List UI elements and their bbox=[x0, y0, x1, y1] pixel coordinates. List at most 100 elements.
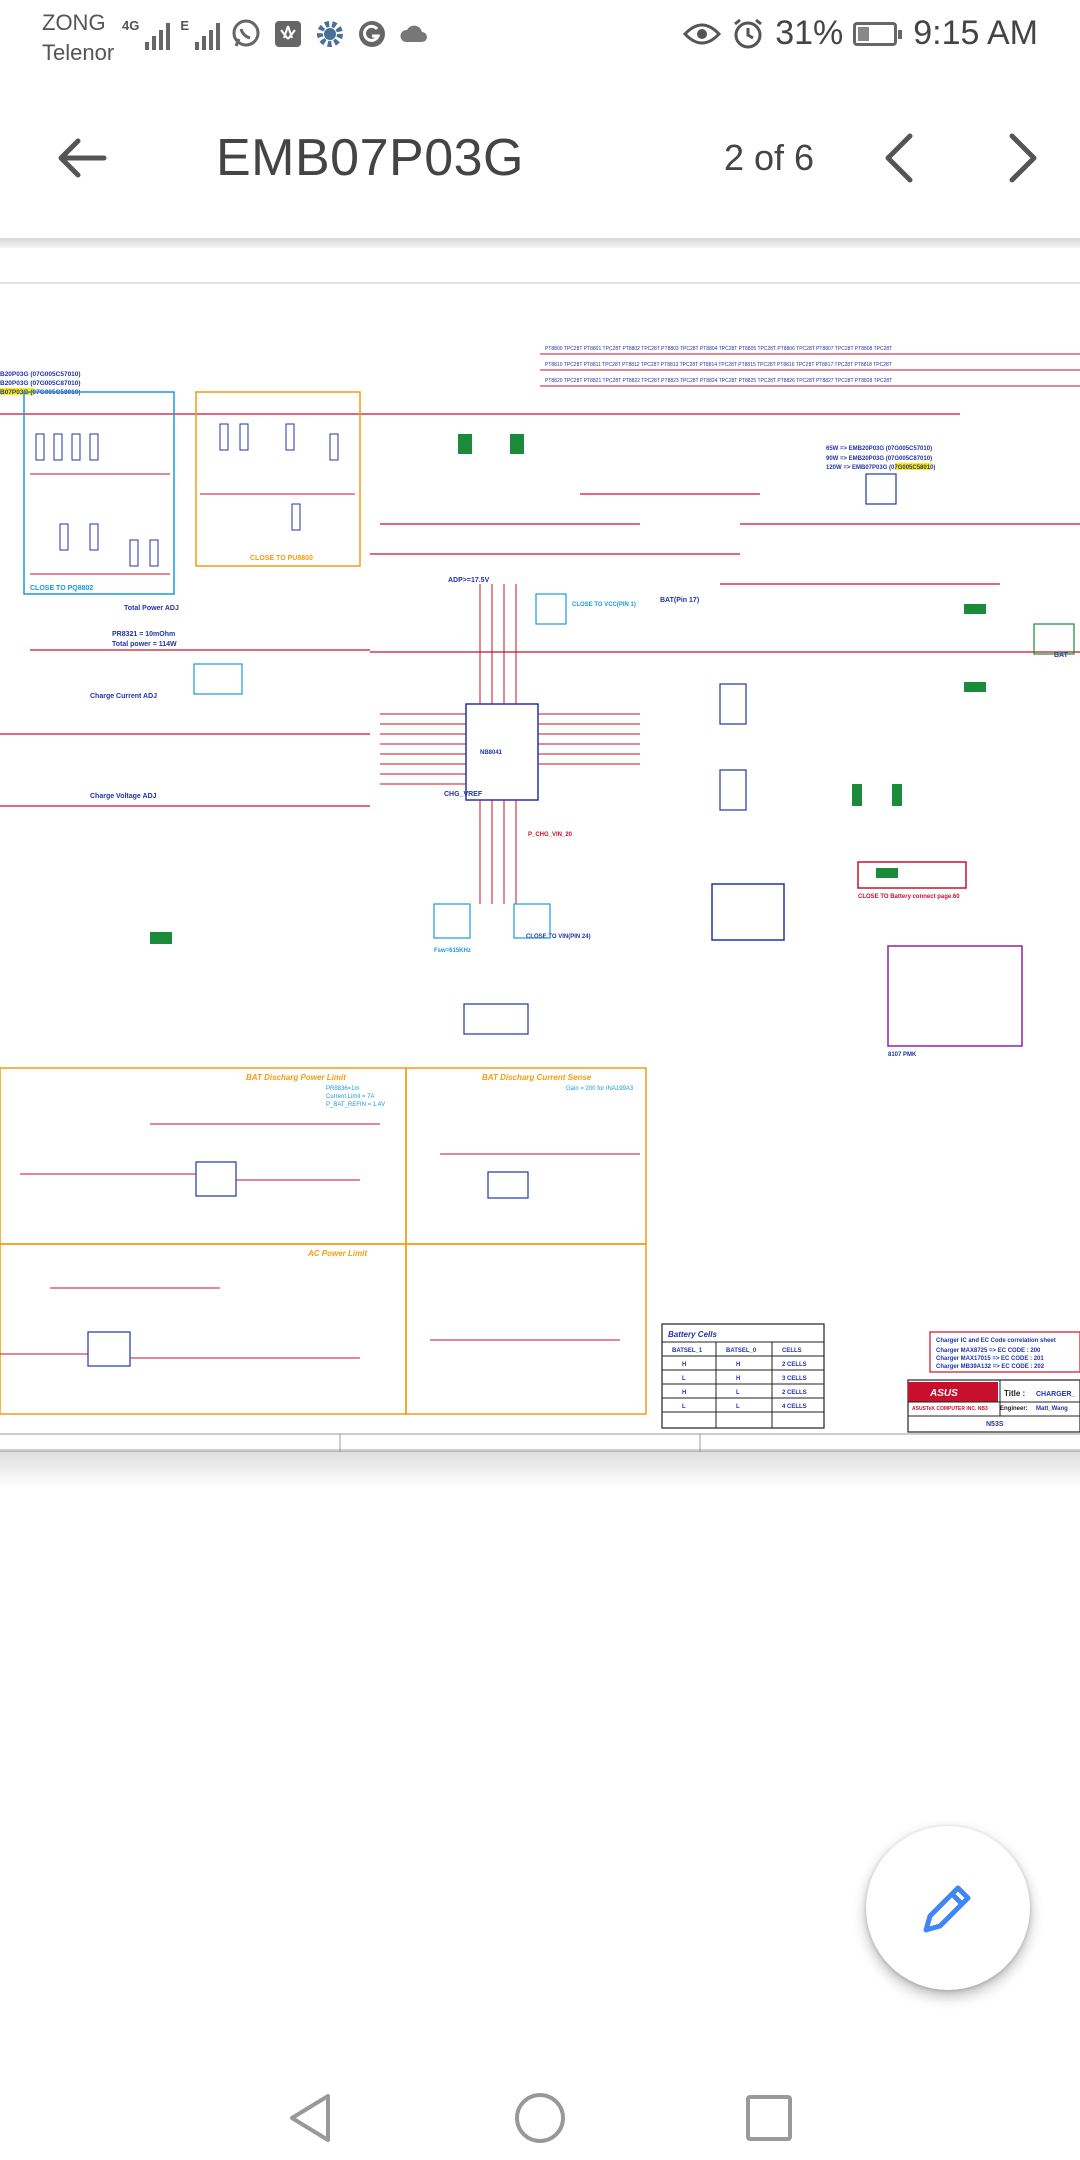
svg-text:Matt_Wang: Matt_Wang bbox=[1036, 1406, 1068, 1412]
svg-text:PR8321 = 10mOhm: PR8321 = 10mOhm bbox=[112, 631, 175, 638]
batsel-connector bbox=[711, 883, 785, 941]
svg-text:Charge Voltage ADJ: Charge Voltage ADJ bbox=[90, 793, 157, 800]
viewer-top-separator bbox=[0, 238, 1080, 248]
battery-table-header: BATSEL_0 bbox=[726, 1348, 757, 1354]
signal-block: 4G E bbox=[122, 18, 430, 50]
svg-text:Charger MAX8725 => EC CODE : 2: Charger MAX8725 => EC CODE : 200 bbox=[936, 1348, 1041, 1354]
svg-text:CLOSE TO VIN(PIN 24): CLOSE TO VIN(PIN 24) bbox=[526, 934, 591, 940]
nav-back-icon[interactable] bbox=[276, 2086, 346, 2150]
pdf-page[interactable]: PT8800 TPC28T PT8801 TPC28T PT8802 TPC28… bbox=[0, 282, 1080, 1453]
svg-text:Fsw=615KHz: Fsw=615KHz bbox=[434, 948, 471, 954]
svg-text:N53S: N53S bbox=[986, 1421, 1004, 1428]
top-net-labels bbox=[540, 353, 1080, 387]
svg-text:8107 PMK: 8107 PMK bbox=[888, 1052, 917, 1058]
settings-icon bbox=[317, 21, 344, 47]
svg-text:Battery Cells: Battery Cells bbox=[668, 1330, 717, 1339]
close-pq8802-box bbox=[23, 391, 175, 595]
svg-text:PT8810 TPC28T PT8811 TPC28T: PT8810 TPC28T PT8811 TPC28T PT8812 TPC28… bbox=[545, 362, 892, 368]
edit-fab-button[interactable] bbox=[866, 1826, 1030, 1990]
svg-text:NB8041: NB8041 bbox=[480, 750, 503, 756]
bottom-connector bbox=[463, 1003, 529, 1035]
top-net-label-text: PT8800 TPC28T PT8801 TPC28T PT8802 TPC28… bbox=[545, 346, 892, 384]
svg-text:Total Power ADJ: Total Power ADJ bbox=[124, 605, 179, 612]
svg-text:ADP>=17.5V: ADP>=17.5V bbox=[448, 577, 490, 584]
system-nav-bar bbox=[0, 2078, 1080, 2160]
bottom-section-titles: BAT Discharg Power Limit BAT Discharg Cu… bbox=[246, 1073, 592, 1258]
svg-text:B20P03G (07G005C87010): B20P03G (07G005C87010) bbox=[0, 380, 81, 387]
left-block-components bbox=[30, 433, 170, 575]
arrow-back-icon[interactable] bbox=[52, 128, 112, 188]
bottom-ics bbox=[87, 1161, 529, 1367]
pencil-edit-icon bbox=[923, 1885, 971, 1933]
svg-text:120W => EMB07P03G (07G005C5801: 120W => EMB07P03G (07G005C58010) bbox=[826, 465, 935, 471]
status-right: 31% 9:15 AM bbox=[683, 14, 1038, 53]
svg-text:P_BAT_REFIN = 1.4V: P_BAT_REFIN = 1.4V bbox=[326, 1102, 385, 1108]
battery-table-cell: H bbox=[736, 1376, 740, 1382]
title-block: ASUS ASUSTeK COMPUTER INC. NB3 Title : C… bbox=[907, 1379, 1080, 1433]
orange-block-components bbox=[200, 423, 355, 531]
whatsapp-icon bbox=[232, 19, 260, 47]
fsw-box bbox=[433, 903, 471, 939]
battery-table-cell: H bbox=[682, 1390, 686, 1396]
svg-text:Gain = 200 for INA199A3: Gain = 200 for INA199A3 bbox=[566, 1086, 634, 1092]
bottom-section-boxes bbox=[0, 1067, 647, 1415]
close-battery-box bbox=[857, 861, 967, 889]
battery-table-cell: 2 CELLS bbox=[782, 1390, 807, 1396]
battery-table-cell: H bbox=[682, 1362, 686, 1368]
carrier-2: Telenor bbox=[42, 40, 115, 65]
carrier-names: ZONG Telenor bbox=[42, 8, 114, 68]
svg-text:Current Limit = 7A: Current Limit = 7A bbox=[326, 1094, 375, 1100]
svg-text:90W => EMB20P03G (07G005C87010: 90W => EMB20P03G (07G005C87010) bbox=[826, 456, 932, 462]
eye-icon bbox=[683, 23, 722, 44]
huawei-icon bbox=[275, 21, 302, 47]
svg-text:Charger MAX17015 => EC CODE :: Charger MAX17015 => EC CODE : 201 bbox=[936, 1356, 1044, 1362]
network-type-1: 4G bbox=[122, 18, 140, 33]
battery-table-cell: 2 CELLS bbox=[782, 1362, 807, 1368]
battery-table-cell: L bbox=[736, 1404, 740, 1410]
svg-text:CLOSE TO PQ8802: CLOSE TO PQ8802 bbox=[30, 585, 93, 592]
svg-text:Charge Current ADJ: Charge Current ADJ bbox=[90, 693, 157, 700]
svg-text:PR8836=1m: PR8836=1m bbox=[326, 1086, 360, 1092]
svg-text:ASUS: ASUS bbox=[929, 1388, 958, 1399]
document-viewer[interactable]: PT8800 TPC28T PT8801 TPC28T PT8802 TPC28… bbox=[0, 238, 1080, 2078]
status-bar: ZONG Telenor 4G E 31% 9:15 AM bbox=[0, 0, 1080, 76]
battery-table-cell: 3 CELLS bbox=[782, 1376, 807, 1382]
battery-table-cell: H bbox=[736, 1362, 740, 1368]
battery-table-header: BATSEL_1 bbox=[672, 1348, 703, 1354]
chevron-left-icon[interactable] bbox=[876, 130, 924, 186]
svg-text:B20P03G (07G005C57010): B20P03G (07G005C57010) bbox=[0, 371, 81, 378]
mosfet-low bbox=[719, 769, 747, 811]
battery-table-header: CELLS bbox=[782, 1348, 802, 1354]
svg-text:BAT Discharg Current Sense: BAT Discharg Current Sense bbox=[482, 1073, 592, 1082]
alarm-icon bbox=[734, 18, 763, 48]
svg-text:65W => EMB20P03G (07G005C57010: 65W => EMB20P03G (07G005C57010) bbox=[826, 446, 932, 452]
close-pu8800-box bbox=[195, 391, 361, 567]
vcc-box bbox=[535, 593, 567, 625]
vin-box bbox=[513, 903, 551, 939]
document-title: EMB07P03G bbox=[216, 129, 524, 187]
svg-text:BAT Discharg Power Limit: BAT Discharg Power Limit bbox=[246, 1073, 346, 1082]
total-power-box bbox=[193, 663, 243, 695]
signal-bars-1-icon bbox=[145, 20, 171, 50]
chevron-right-icon[interactable] bbox=[998, 130, 1046, 186]
battery-percent: 31% bbox=[775, 14, 844, 52]
svg-text:ASUSTeK COMPUTER INC. NB3: ASUSTeK COMPUTER INC. NB3 bbox=[912, 1406, 988, 1412]
ic-pins bbox=[380, 584, 640, 904]
page-bottom-shadow bbox=[0, 1452, 1080, 1488]
ec-code-sheet: Charger IC and EC Code correlation sheet… bbox=[929, 1331, 1080, 1373]
schematic-drawing: PT8800 TPC28T PT8801 TPC28T PT8802 TPC28… bbox=[0, 346, 1080, 1453]
page-frame bbox=[0, 1433, 1080, 1453]
svg-text:AC Power Limit: AC Power Limit bbox=[307, 1249, 367, 1258]
nav-recents-icon[interactable] bbox=[734, 2086, 804, 2150]
bottom-notes: PR8836=1m Current Limit = 7A P_BAT_REFIN… bbox=[326, 1086, 634, 1108]
svg-text:CLOSE TO Battery connect page.: CLOSE TO Battery connect page.60 bbox=[858, 894, 960, 900]
network-type-2: E bbox=[180, 18, 190, 33]
pmk-box bbox=[887, 945, 1023, 1047]
charger-ic bbox=[465, 703, 539, 801]
svg-text:Engineer:: Engineer: bbox=[1000, 1406, 1028, 1412]
svg-text:Title :: Title : bbox=[1004, 1389, 1025, 1398]
nav-home-icon[interactable] bbox=[505, 2086, 575, 2150]
page-indicator: 2 of 6 bbox=[724, 137, 815, 178]
app-bar: EMB07P03G 2 of 6 bbox=[0, 76, 1080, 238]
svg-text:CHG_VREF: CHG_VREF bbox=[444, 791, 483, 798]
